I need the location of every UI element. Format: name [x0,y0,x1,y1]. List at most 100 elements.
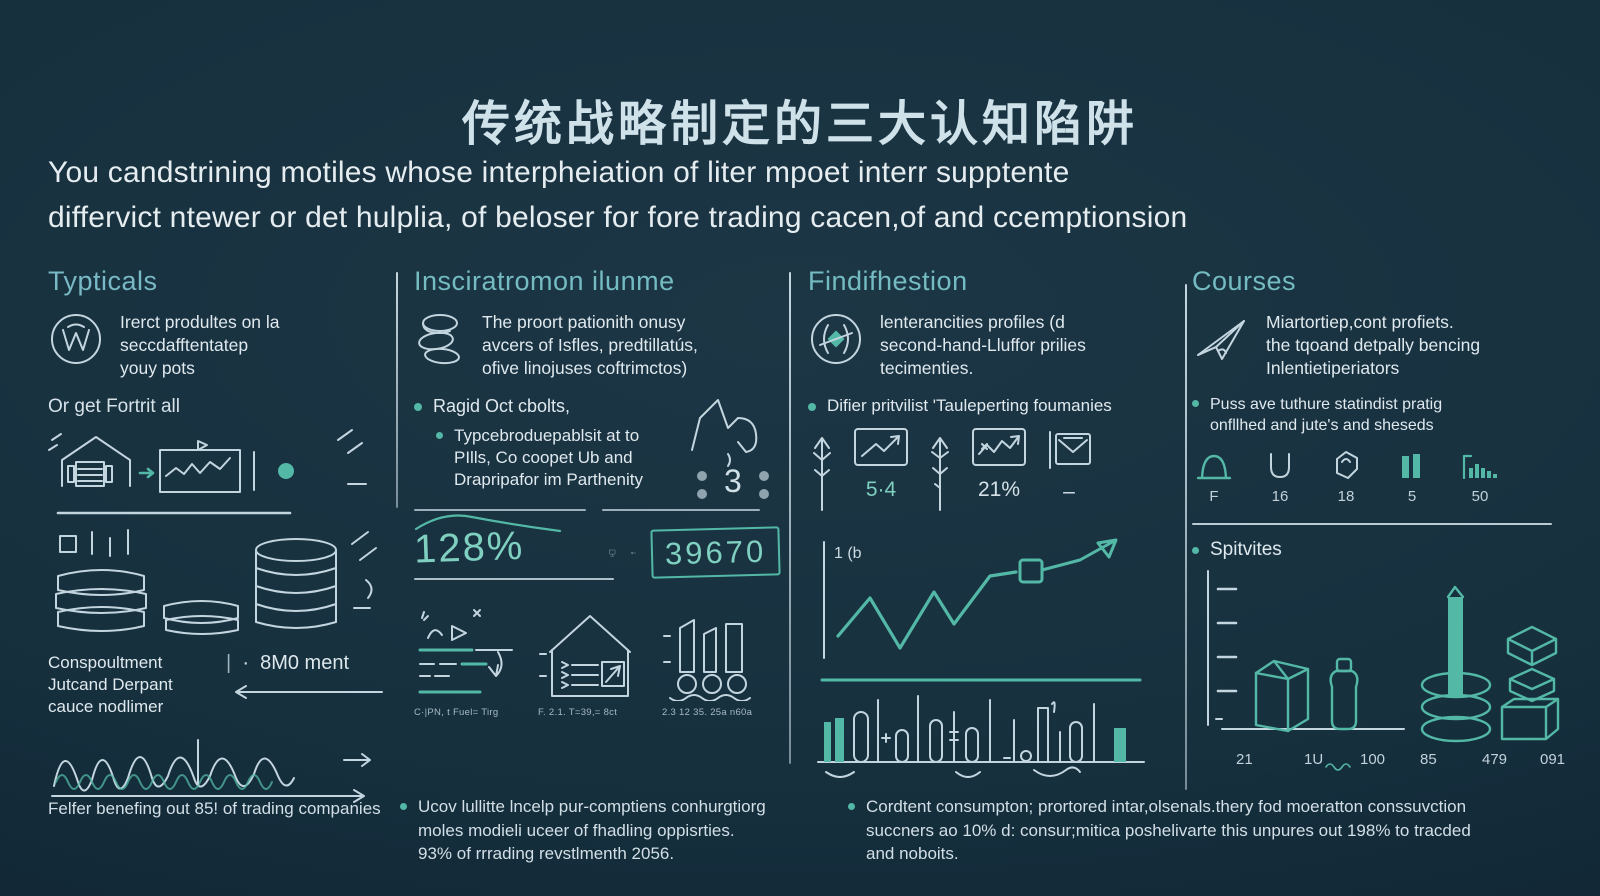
column-4-header: Courses [1192,266,1297,296]
subtitle-line-1: You candstrining motiles whose interphei… [48,156,1070,189]
boxed-value: 39670 [650,526,781,579]
curve-stroke [414,514,562,533]
column-3-header: Findifhestion [808,266,968,296]
paper-plane-icon [1197,320,1245,360]
column-1-intro-line: seccdafftentatep [120,335,249,355]
column-1-header: Typticals [48,266,158,296]
scribble-mark [1325,763,1351,771]
column-2-intro-line: The proort pationith onusy [482,312,686,332]
coin-stack-icon [418,314,460,365]
column-3-bullet: Difier pritvilist 'Tauleperting foumanie… [808,396,1174,416]
column-2-captions: C·|PN, t Fuel= Tirg F. 2.1. T=39,= 8ct 2… [414,707,780,718]
bullet-dot [1192,547,1199,554]
subtitle-line-2: differvict ntewer or det hulplia, of bel… [48,201,1188,234]
bullet-dot [808,403,816,411]
sketch-caption: F. 2.1. T=39,= 8ct [538,707,618,718]
mini-bar-chart-icon [1462,454,1497,480]
footnote-right: Cordtent consumpton; prortored intar,ols… [848,795,1528,866]
stat-label: 50 [1471,488,1489,505]
bullet-dot [400,803,407,810]
column-3-intro-line: lenterancities profiles (d [880,312,1065,332]
column-2-bullet-2: Typcebroduepablsit at to PIlls, Co coope… [454,426,643,489]
axis-number: 1U [1304,751,1324,768]
page-subtitle: You candstrining motiles whose interphei… [48,150,1308,240]
axis-number: 100 [1360,751,1386,768]
bullet-dot [1192,400,1199,407]
wave-chart-sketch [51,739,371,803]
notes-list-sketch [418,609,513,694]
column-4-section2: Spitvites [1192,539,1564,561]
house-chart-sketch [48,429,367,515]
coin-stacks-sketch [55,529,377,635]
stat-value: 5·4 [865,478,897,501]
axis-number: 21 [1236,751,1253,768]
column-divider-2 [789,272,791,764]
column-3-intro-line: second-hand-Lluffor prilies [880,335,1086,355]
column-findifhestion: Findifhestion lenterancities profiles (d… [808,266,1174,778]
sketch-caption: C·|PN, t Fuel= Tirg [414,707,499,718]
column-2-intro-line: avcers of Isfles, predtillatús, [482,335,698,355]
column-3-intro: lenterancities profiles (d second-hand-L… [808,311,1174,380]
column-1-footer-line: Conspoultment [48,653,163,672]
column-1-intro-line: Irerct produltes on la [120,312,280,332]
column-4-bullet: Puss ave tuthure statindist pratig onfll… [1192,394,1564,436]
column-2-bullets: Ragid Oct cbolts, Typcebroduepablsit at … [414,396,780,499]
bullet-dot [414,403,422,411]
circled-w-icon [51,314,101,364]
bullet-dot [436,432,443,439]
column-1-intro-line: youy pots [120,358,195,378]
column-typticals: Typticals Irerct produltes on la seccdaf… [48,266,386,804]
figure-number: 3 [724,463,742,499]
column-1-metric: | · 8M0 ment [226,652,350,674]
column-divider-1 [396,272,398,508]
circle-diamond-icon [811,314,861,364]
column-2-intro: The proort pationith onusy avcers of Isf… [414,311,780,380]
column-1-sublabel: Or get Fortrit all [48,396,180,417]
footnote-left: Felfer benefing out 85! of trading compa… [48,799,381,818]
page-title: 传统战略制定的三大认知陷阱 [461,98,1138,152]
column-2-rule [414,509,780,511]
trend-line-chart-sketch: 1 (b [823,538,1118,659]
percent-value: 128% [413,523,526,572]
stat-label: 18 [1337,488,1355,505]
chart-box-icon [972,428,1026,466]
column-4-intro-line: Inlentietiperiators [1266,358,1400,378]
column-3-stats: 5·4 21% – [808,426,1174,514]
axis-number: 479 [1482,751,1508,768]
column-4-intro: Miartortiep,cont profiets. the tqoand de… [1192,311,1564,380]
stat-label: F [1209,488,1219,505]
u-shape-icon [1270,453,1290,478]
stat-cell: 21% [970,426,1028,502]
stat-label: 16 [1271,488,1289,505]
axis-label: 1 (b [834,545,862,562]
growth-arrow-icon [931,437,949,511]
column-1-footer-line: Jutcand Derpant [48,675,173,694]
column-4-stats: F 16 18 5 [1196,450,1564,505]
stat-cell: 18 [1328,450,1364,505]
shield-icon [1336,451,1358,479]
stat-value: – [1063,480,1075,503]
bar-strip-sketch [817,678,1145,778]
column-insciratromon: Insciratromon ilunme The proort pationit… [413,266,781,718]
growth-arrow-icon [813,437,831,511]
column-4-rule [1192,523,1552,525]
sketch-caption: 2.3 12 35. 25a n60a [662,707,753,718]
arch-icon [1196,454,1232,480]
column-1-footer-line: cauce nodlimer [48,697,164,716]
stat-label: 5 [1407,488,1417,505]
axis-number: 091 [1540,751,1566,768]
products-chart-sketch [1207,570,1560,743]
column-4-axis-numbers: 21 1U 100 85 479 091 [1192,751,1566,773]
monitor-icon [609,549,616,556]
bullet-dot [848,803,855,810]
column-3-intro-line: tecimenties. [880,358,974,378]
chart-box-icon [854,428,908,466]
left-arrow-icon [631,551,637,554]
column-courses: Courses Miartortiep,cont profiets. the t… [1192,266,1566,773]
mountain-figure-sketch: 3 [691,399,769,499]
bars-circles-sketch [663,619,751,701]
mail-icon [1049,431,1091,469]
double-bar-icon [1402,454,1420,478]
column-1-footer: Conspoultment Jutcand Derpant cauce nodl… [48,652,386,718]
column-2-intro-line: ofive linojuses coftrimctos) [482,358,688,378]
